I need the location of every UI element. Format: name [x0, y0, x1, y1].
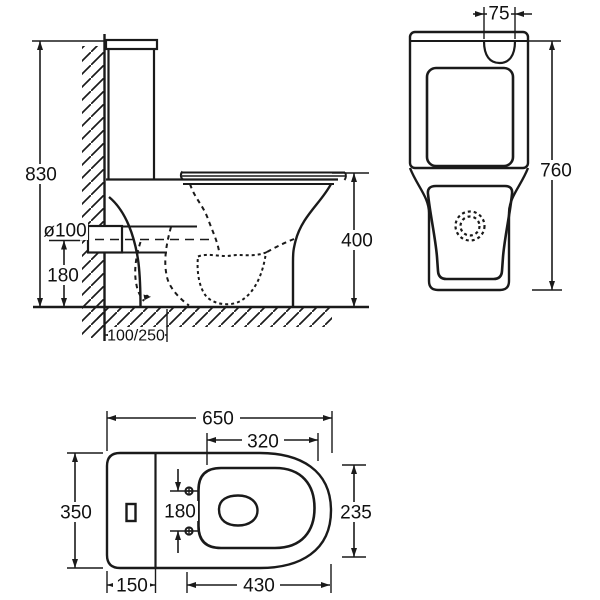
- dim-760-bg: [535, 160, 577, 180]
- dim-o100-bg: [42, 220, 88, 240]
- dim-350-ticks: [67, 452, 103, 569]
- dim-430-bg: [237, 575, 280, 594]
- flush-button-recess: [482, 40, 517, 65]
- dim-320-ext: [206, 433, 319, 465]
- dim-label-760: 760: [540, 161, 572, 182]
- plan-body-outline: [105, 451, 333, 570]
- seat-lid-lip: [179, 170, 184, 181]
- trap-dashed-back: [189, 183, 220, 252]
- outlet-mark: [143, 294, 151, 301]
- plan-view: 650 320 350 235 180 150: [54, 409, 377, 597]
- front-view: 75 760: [408, 4, 577, 292]
- side-view: 830 ø100 180 100/250 400: [20, 34, 378, 345]
- dim-label-650: 650: [202, 409, 234, 430]
- trap-dashed-outer: [164, 226, 190, 307]
- dim-350-bg: [54, 502, 98, 522]
- dim-150-bg: [113, 575, 150, 594]
- dim-760-ticks: [528, 40, 562, 291]
- trap-ring-outer: [454, 210, 486, 242]
- dim-75-ticks: [483, 7, 516, 39]
- dim-label-75: 75: [488, 4, 509, 25]
- dim-label-235: 235: [340, 503, 372, 524]
- dim-430-ext: [186, 564, 332, 593]
- dim-label-180-side: 180: [47, 266, 79, 287]
- dim-label-180-plan: 180: [164, 502, 196, 523]
- dim-320-bg: [242, 432, 284, 449]
- dim-label-430: 430: [243, 576, 275, 597]
- seat-outline-plan: [197, 466, 316, 550]
- cistern-lid: [104, 38, 159, 51]
- dim-180s-bg: [44, 265, 82, 285]
- water-area: [196, 250, 268, 306]
- dim-150-ext: [106, 569, 157, 593]
- trap-dashed-left: [134, 241, 145, 302]
- dim-outlet-bg: [108, 327, 165, 344]
- dim-400-bg: [335, 230, 378, 250]
- bowl-opening-plan: [217, 494, 259, 527]
- flush-button-plan: [125, 502, 137, 523]
- floor-hatch: [97, 308, 332, 327]
- dim-830-bg: [20, 164, 62, 184]
- dim-label-400: 400: [341, 231, 373, 252]
- dim-label-150: 150: [116, 576, 148, 597]
- dim-650-bg: [196, 409, 240, 428]
- trap-ring-inner: [459, 215, 481, 237]
- bowl-back-profile: [108, 196, 142, 308]
- dim-180t-ticks: [170, 490, 198, 532]
- dim-label-830: 830: [25, 165, 57, 186]
- dim-235-bg: [336, 502, 377, 522]
- dim-180t-bg: [162, 501, 198, 521]
- dim-400-ticks: [332, 172, 369, 308]
- dim-label-outlet-setout: 100/250: [107, 328, 165, 345]
- dim-75-bg: [487, 4, 511, 22]
- dim-label-350: 350: [60, 503, 92, 524]
- cistern-body: [107, 49, 156, 179]
- pedestal-panel: [426, 184, 514, 281]
- wall-hatch: [82, 46, 104, 338]
- dim-label-320: 320: [247, 432, 279, 453]
- trap-dashed-front: [266, 238, 295, 253]
- inlet-pipe-lines: [122, 225, 197, 254]
- bowl-front-profile: [291, 183, 333, 307]
- dim-label-inlet-diameter: ø100: [43, 221, 86, 242]
- cistern-panel: [425, 66, 515, 168]
- cistern-front-outline: [408, 30, 530, 170]
